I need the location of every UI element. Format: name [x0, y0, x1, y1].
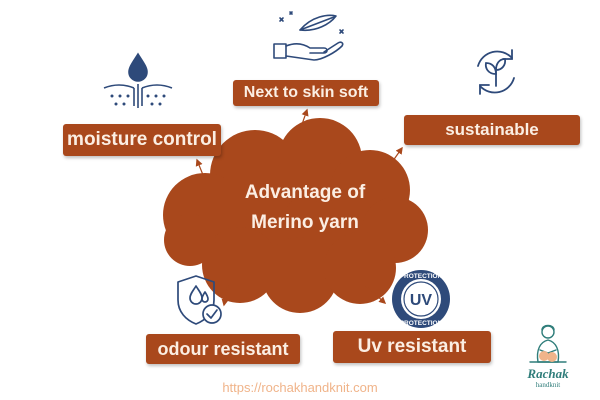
- arrow-to-moisture: [195, 158, 206, 181]
- label-moisture-control: moisture control: [63, 124, 221, 156]
- center-title-line2: Merino yarn: [251, 212, 359, 233]
- uv-badge-bottom-text: PROTECTION: [400, 320, 443, 327]
- shield-drop-check-icon: [177, 275, 222, 325]
- logo-tagline: handknit: [535, 381, 561, 389]
- uv-protection-badge-icon: PROTECTION UV PROTECTION: [392, 270, 450, 328]
- uv-badge-top-text: PROTECTION: [400, 273, 443, 280]
- center-title-line1: Advantage of: [244, 182, 366, 203]
- arrow-to-sustainable: [389, 146, 403, 166]
- label-sustainable: sustainable: [404, 115, 580, 145]
- uv-badge-center-text: UV: [410, 292, 433, 309]
- arrow-to-uv: [364, 284, 387, 304]
- logo-brand-name: Rachak: [527, 366, 569, 381]
- website-link[interactable]: https://rochakhandknit.com: [222, 380, 378, 395]
- cloud-shape: [163, 118, 428, 313]
- logo-brand: Rachak handknit: [518, 366, 578, 389]
- hand-feather-icon: [273, 11, 344, 61]
- water-drop-skin-icon: [103, 52, 173, 108]
- center-title: Advantage of Merino yarn: [200, 178, 410, 238]
- label-uv-resistant: Uv resistant: [333, 331, 491, 363]
- arrow-to-odour: [221, 284, 229, 307]
- knitter-logo-icon: [529, 324, 567, 363]
- recycle-leaf-icon: [477, 49, 515, 95]
- arrow-to-next-to-skin: [299, 108, 309, 131]
- label-odour-resistant: odour resistant: [146, 334, 300, 364]
- label-next-to-skin: Next to skin soft: [233, 80, 379, 106]
